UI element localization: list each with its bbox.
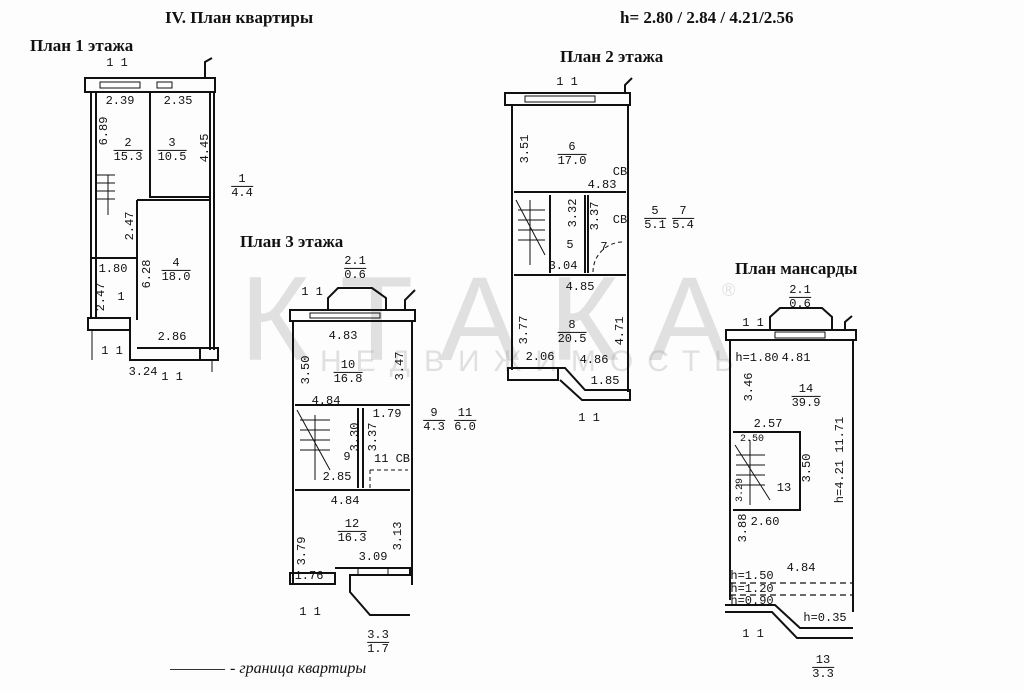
plan1-title: План 1 этажа xyxy=(30,36,134,55)
height-dimension: h=4.21 11.71 xyxy=(833,416,847,504)
room-number: 11 CB xyxy=(373,452,411,466)
watermark-registered: ® xyxy=(722,280,736,300)
room-number: 5 xyxy=(566,238,574,252)
dimension: 4.81 xyxy=(781,351,811,365)
dimension: 3.04 xyxy=(548,259,578,273)
dimension: 4.84 xyxy=(786,561,816,575)
dimension: 4.85 xyxy=(565,280,595,294)
dimension: 2.57 xyxy=(753,417,783,431)
ventilation: CB xyxy=(612,213,628,227)
dimension: 3.51 xyxy=(518,134,532,164)
axis-label: 1 1 xyxy=(742,316,764,330)
dimension: 1.79 xyxy=(372,407,402,421)
dimension: 3.88 xyxy=(736,513,750,543)
height-mark: h=1.20 xyxy=(730,582,774,596)
plan4-walls xyxy=(725,307,857,639)
dimension: 4.84 xyxy=(330,494,360,508)
dimension: 2.06 xyxy=(525,350,555,364)
axis-label: 1 1 xyxy=(301,285,323,299)
dimension: 1.85 xyxy=(590,374,620,388)
ventilation: CB xyxy=(612,165,628,179)
dimension: 3.77 xyxy=(517,315,531,345)
axis-label: 1 1 xyxy=(578,411,600,425)
dimension: 4.84 xyxy=(311,394,341,408)
dimension: 1.76 xyxy=(294,569,324,583)
dimension: 2.50 xyxy=(739,434,765,445)
dimension: 3.50 xyxy=(800,453,814,483)
dimension: 3.13 xyxy=(391,521,405,551)
dimension: 4.71 xyxy=(613,316,627,346)
dimension: 6.89 xyxy=(97,116,111,146)
axis-label: 1 1 xyxy=(101,344,123,358)
dimension: 3.09 xyxy=(358,550,388,564)
plan3-title: План 3 этажа xyxy=(240,232,344,251)
dimension: 2.60 xyxy=(750,515,780,529)
axis-label: 1 1 xyxy=(299,605,321,619)
axis-label: 1 1 xyxy=(556,75,578,89)
axis-label: 1 1 xyxy=(742,627,764,641)
dimension: 3.24 xyxy=(128,365,158,379)
room-number: 13 xyxy=(776,481,792,495)
dimension: 3.30 xyxy=(348,422,362,452)
plan4-title: План мансарды xyxy=(735,259,858,278)
dimension: 2.47 xyxy=(123,211,137,241)
axis-label: 1 1 xyxy=(161,370,183,384)
room-number: 1 xyxy=(117,290,125,304)
plan1-walls xyxy=(84,57,219,372)
ceiling-heights: h= 2.80 / 2.84 / 4.21/2.56 xyxy=(620,8,794,27)
page-title: IV. План квартиры xyxy=(165,8,314,27)
plan2-walls xyxy=(504,77,633,401)
plan3-walls xyxy=(289,287,416,616)
dimension: 4.45 xyxy=(198,133,212,163)
height-mark: h=1.50 xyxy=(730,569,774,583)
dimension: 3.37 xyxy=(588,201,602,231)
axis-label: 1 1 xyxy=(106,56,128,70)
dimension: 1.80 xyxy=(98,262,128,276)
dimension: 2.39 xyxy=(105,94,135,108)
dimension: 6.28 xyxy=(140,259,154,289)
dimension: 3.32 xyxy=(566,198,580,228)
dimension: 4.83 xyxy=(328,329,358,343)
dimension: 3.79 xyxy=(295,536,309,566)
watermark-subtitle: НЕДВИЖИМОСТЬ xyxy=(320,345,748,378)
dimension: 4.86 xyxy=(579,353,609,367)
dimension: 3.47 xyxy=(393,351,407,381)
dimension: 2.35 xyxy=(163,94,193,108)
dimension: 3.46 xyxy=(742,372,756,402)
legend-boundary-line xyxy=(170,669,225,670)
room-number: 9 xyxy=(343,450,351,464)
legend-text: - граница квартиры xyxy=(230,660,367,677)
room-number: 7 xyxy=(600,240,608,254)
dimension: 2.85 xyxy=(322,470,352,484)
watermark-logo: КТАКА xyxy=(240,252,760,386)
height-mark: h=1.80 xyxy=(735,351,779,365)
dimension: 3.37 xyxy=(366,422,380,452)
dimension: 4.83 xyxy=(587,178,617,192)
dimension: 2.47 xyxy=(94,282,108,312)
dimension: 3.29 xyxy=(735,477,746,503)
height-mark: h=0.35 xyxy=(803,611,847,625)
plan2-title: План 2 этажа xyxy=(560,47,664,66)
height-mark: h=0.90 xyxy=(730,594,774,608)
dimension: 2.86 xyxy=(157,330,187,344)
dimension: 3.50 xyxy=(299,355,313,385)
